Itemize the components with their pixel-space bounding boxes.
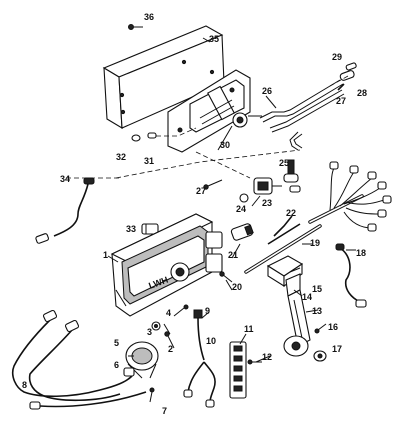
callout-26: 26: [262, 86, 272, 96]
callout-20: 20: [232, 282, 242, 292]
callout-12: 12: [262, 352, 272, 362]
cover-plate-35: [102, 25, 225, 130]
callout-6: 6: [114, 360, 119, 370]
callout-16: 16: [328, 322, 338, 332]
rod-end-28: [339, 70, 355, 81]
screw-2: [164, 331, 175, 349]
callout-29: 29: [332, 52, 342, 62]
callout-labels: 1 2 3 4 5 6 7 8 9 10 11 12 13 14 15 16 1…: [22, 12, 367, 416]
callout-25: 25: [279, 158, 289, 168]
callout-1: 1: [103, 250, 108, 260]
callout-23: 23: [262, 198, 272, 208]
lanyard-cord-34: [35, 177, 95, 244]
key-25: [283, 159, 301, 193]
callout-17: 17: [332, 344, 342, 354]
control-handle-15: [266, 255, 304, 297]
control-housing-1: LWH: [110, 213, 223, 317]
clip-33: [141, 223, 159, 235]
callout-9: 9: [205, 306, 210, 316]
warning-horn-21: [230, 223, 254, 241]
washer-32: [131, 134, 141, 142]
callout-34: 34: [60, 174, 70, 184]
nut-3: [151, 321, 161, 331]
screw-4: [173, 304, 189, 317]
callout-19: 19: [310, 238, 320, 248]
callout-13: 13: [312, 306, 322, 316]
callout-21: 21: [228, 250, 238, 260]
wire-harness-bundle: [308, 161, 392, 232]
screw-36: [128, 24, 143, 30]
clip-27-top: [337, 83, 345, 91]
callout-24: 24: [236, 204, 246, 214]
callout-27-mid: 27: [196, 186, 206, 196]
callout-3: 3: [147, 327, 152, 337]
callout-22: 22: [286, 208, 296, 218]
gauge-harness-8: [11, 309, 147, 410]
callout-18: 18: [356, 248, 366, 258]
callout-33: 33: [126, 224, 136, 234]
control-rods-26: [259, 79, 345, 151]
callout-15: 15: [312, 284, 322, 294]
screw-16: [314, 323, 327, 334]
nut-24: [239, 193, 249, 203]
screw-7: [149, 387, 155, 403]
terminal-block-11: [229, 341, 247, 399]
callout-30: 30: [220, 140, 230, 150]
connector-6: [123, 367, 135, 377]
callout-31: 31: [144, 156, 154, 166]
callout-36: 36: [144, 12, 154, 22]
callout-10: 10: [206, 336, 216, 346]
harness-lead-10: [183, 361, 216, 408]
cap-17: [313, 350, 327, 362]
pin-31: [147, 132, 157, 139]
harness-lead-9: [193, 309, 205, 361]
callout-11: 11: [244, 324, 254, 334]
screw-27-mid: [203, 179, 223, 190]
screw-20: [219, 271, 233, 283]
callout-32: 32: [116, 152, 126, 162]
callout-4: 4: [166, 308, 171, 318]
gauge-5: [125, 341, 159, 379]
callout-7: 7: [162, 406, 167, 416]
shift-rod-19: [244, 224, 322, 274]
harness-22: [267, 215, 301, 245]
connector-lead-18: [335, 243, 367, 308]
callout-14: 14: [302, 292, 312, 302]
clip-29: [345, 62, 357, 71]
callout-27-top: 27: [336, 96, 346, 106]
ignition-switch-23: [253, 177, 282, 195]
callout-28: 28: [357, 88, 367, 98]
callout-35: 35: [209, 34, 219, 44]
callout-2: 2: [168, 344, 173, 354]
leader-lines: [107, 37, 356, 363]
callout-8: 8: [22, 380, 27, 390]
callout-5: 5: [114, 338, 119, 348]
arm-hub-14: [283, 335, 309, 357]
